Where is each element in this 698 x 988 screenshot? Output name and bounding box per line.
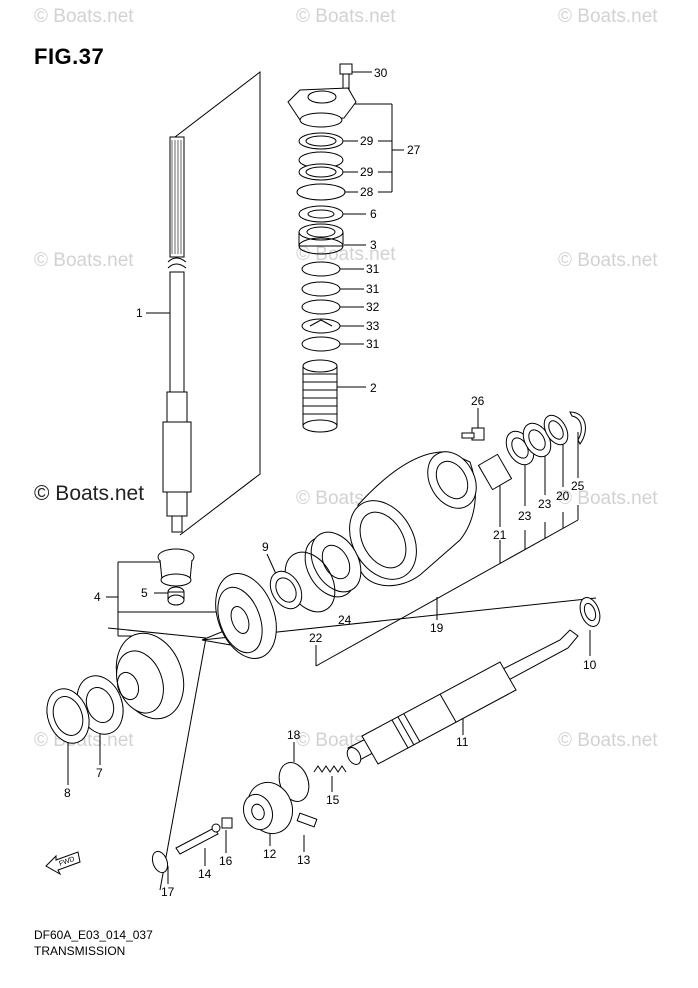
part-reverse-gear <box>115 632 185 720</box>
callout-7: 7 <box>96 766 103 780</box>
part-pin-13 <box>296 812 318 828</box>
part-shim-31 <box>301 261 341 297</box>
watermark: © Boats.net <box>558 250 658 271</box>
part-clip-25 <box>569 411 586 445</box>
part-washer-6 <box>298 205 344 223</box>
callout-23a: 23 <box>518 509 532 523</box>
part-nut-5 <box>167 586 185 606</box>
callout-10: 10 <box>583 658 597 672</box>
callout-11: 11 <box>456 735 469 749</box>
callout-20: 20 <box>556 489 570 503</box>
callout-30: 30 <box>374 66 388 80</box>
fwd-arrow-icon: FWD <box>45 851 81 876</box>
watermark: © Boats.net <box>296 6 396 27</box>
figure-section: TRANSMISSION <box>34 944 126 958</box>
part-bearing-24 <box>304 531 362 598</box>
part-ring-9 <box>269 570 303 610</box>
part-shim-10 <box>579 597 601 627</box>
callout-31a: 31 <box>366 262 380 276</box>
part-clutch-12 <box>242 781 294 835</box>
callout-19: 19 <box>430 621 444 635</box>
callout-3: 3 <box>370 238 377 252</box>
watermark: © Boats.net <box>296 244 396 265</box>
callout-26: 26 <box>471 394 485 408</box>
watermark-dark: © Boats.net <box>34 482 145 505</box>
callout-32: 32 <box>366 300 380 314</box>
part-bolt-26 <box>461 427 485 441</box>
watermark: © Boats.net <box>34 250 134 271</box>
part-seal-20 <box>543 414 569 446</box>
callout-31b: 31 <box>366 282 380 296</box>
part-push-rod-14 <box>175 823 221 855</box>
part-bearing-21 <box>477 453 513 491</box>
callout-16: 16 <box>219 854 233 868</box>
callout-33: 33 <box>366 319 380 333</box>
watermark: © Boats.net <box>558 6 658 27</box>
callout-12: 12 <box>263 847 277 861</box>
part-sleeve-2 <box>302 359 338 433</box>
callout-28: 28 <box>360 185 374 199</box>
part-gearcase-19 <box>349 451 477 587</box>
watermark: © Boats.net <box>558 488 658 509</box>
part-bearing-3 <box>298 223 344 255</box>
callout-5: 5 <box>141 586 148 600</box>
callout-29a: 29 <box>360 134 374 148</box>
part-propeller-shaft <box>346 629 579 765</box>
callout-9: 9 <box>262 540 269 554</box>
callout-24: 24 <box>338 613 352 627</box>
watermark: © Boats.net <box>558 730 658 751</box>
callout-25: 25 <box>571 479 585 493</box>
callout-18: 18 <box>287 728 301 742</box>
part-shim-32 <box>301 299 341 315</box>
watermark: © Boats.net <box>34 6 134 27</box>
callout-29b: 29 <box>360 165 374 179</box>
figure-code: DF60A_E03_014_037 <box>34 928 153 942</box>
part-clip-33 <box>301 318 341 334</box>
callout-27: 27 <box>407 143 421 157</box>
callout-4: 4 <box>94 590 101 604</box>
part-housing-27 <box>287 87 357 201</box>
callout-22: 22 <box>309 631 323 645</box>
callout-17: 17 <box>161 885 175 899</box>
part-forward-gear <box>215 573 277 659</box>
part-ring-17 <box>151 850 169 874</box>
part-ball-16 <box>221 817 233 829</box>
part-shim-8 <box>46 688 90 744</box>
callout-6: 6 <box>370 207 377 221</box>
callout-8: 8 <box>64 786 71 800</box>
callout-15: 15 <box>326 793 340 807</box>
callout-2: 2 <box>370 381 377 395</box>
part-drive-shaft <box>162 136 192 533</box>
callout-14: 14 <box>198 867 212 881</box>
figure-title: FIG.37 <box>34 44 105 69</box>
callout-labels: 1 2 3 4 5 6 7 8 9 10 11 12 13 14 15 16 1… <box>64 66 597 899</box>
part-shim-31b <box>301 336 341 352</box>
callout-23b: 23 <box>538 497 552 511</box>
part-pinion-gear <box>157 548 195 587</box>
callout-21: 21 <box>493 528 507 542</box>
callout-13: 13 <box>297 853 311 867</box>
callout-1: 1 <box>136 306 143 320</box>
callout-31c: 31 <box>366 337 380 351</box>
part-spring-15 <box>313 765 347 773</box>
